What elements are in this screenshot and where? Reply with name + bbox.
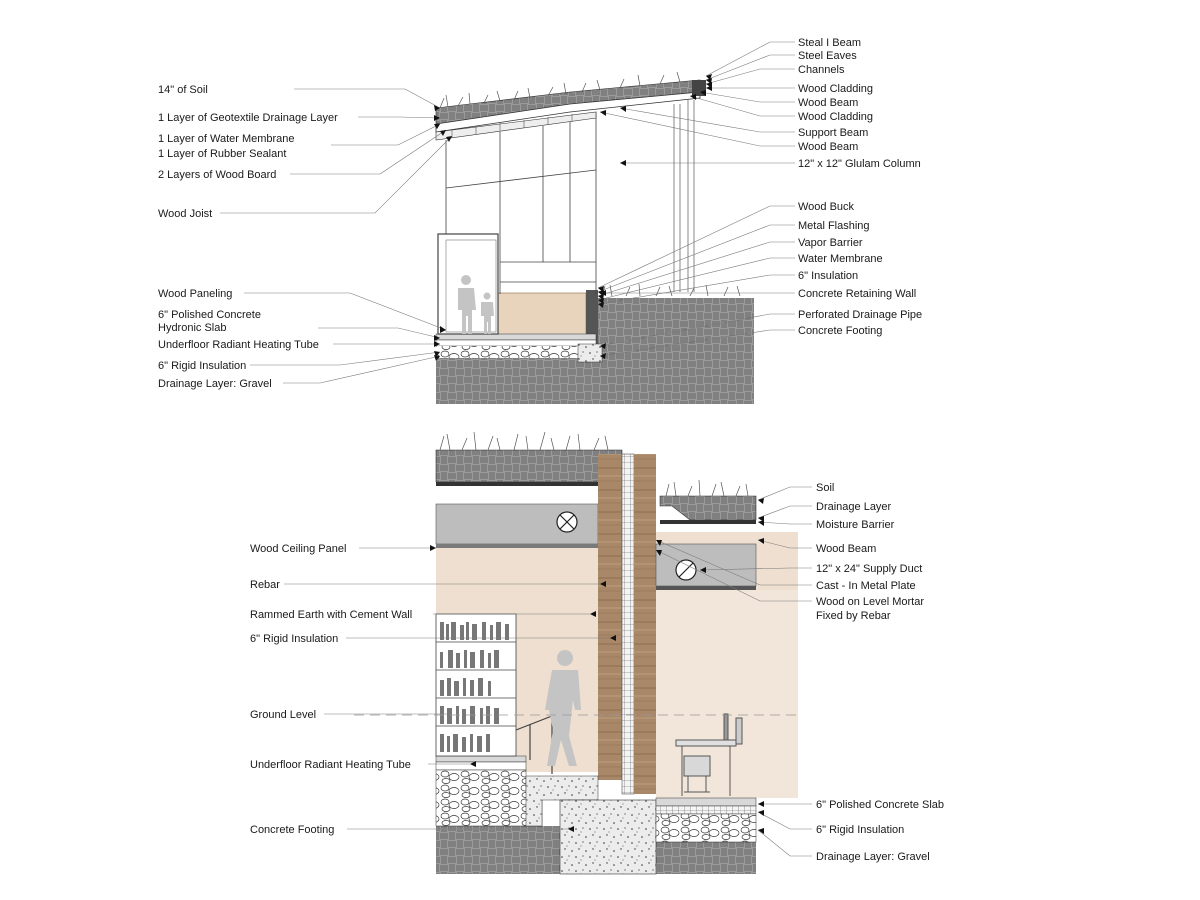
label-polished-concrete-slab: 6" Polished Concrete Slab [816,799,944,811]
label-steal-i-beam: Steal I Beam [798,37,861,49]
label-glulam-column: 12" x 12" Glulam Column [798,158,921,170]
label-rigid-insulation-right: 6" Rigid Insulation [816,824,904,836]
label-wood-board: 2 Layers of Wood Board [158,169,276,181]
label-water-membrane: 1 Layer of Water Membrane [158,133,295,145]
lower-gravel-right [655,813,757,843]
heating-tubes [435,339,597,347]
retaining-wall [586,290,598,348]
label-rigid-insulation: 6" Rigid Insulation [158,360,246,372]
wood-paneling [497,292,587,338]
bookshelf [435,613,517,757]
stair-step [525,775,599,827]
label-soil: Soil [816,482,834,494]
rigid-insulation [621,453,635,795]
lower-section-drawing [354,431,800,875]
label-level-mortar: Wood on Level Mortar [816,596,924,608]
curtain-wall [445,112,597,294]
concrete-slab [435,333,597,341]
label-concrete-footing-lower: Concrete Footing [250,824,334,836]
label-supply-duct: 12" x 24" Supply Duct [816,563,922,575]
roof-grass [439,71,681,109]
lower-slab-right [655,797,757,807]
lower-grass [439,431,749,497]
label-hydronic-slab: Hydronic Slab [158,322,226,334]
label-heating-tube-lower: Underfloor Radiant Heating Tube [250,759,411,771]
label-metal-flashing: Metal Flashing [798,220,870,232]
person-figure [545,650,581,766]
label-channels: Channels [798,64,845,76]
label-rebar: Rebar [250,579,280,591]
label-vapor-barrier: Vapor Barrier [798,237,863,249]
duct-icon [556,511,578,533]
label-wood-cladding-2: Wood Cladding [798,111,873,123]
label-water-membrane-r: Water Membrane [798,253,883,265]
lower-left-labels: Wood Ceiling Panel Rebar Rammed Earth wi… [250,543,412,836]
supply-duct-icon [675,559,697,581]
leader-arrows [430,74,764,834]
people-figures [458,275,494,334]
label-support-beam: Support Beam [798,127,868,139]
lower-slab-left [435,755,527,763]
label-wood-beam-1: Wood Beam [798,97,858,109]
label-drainage-layer: Drainage Layer [816,501,892,513]
label-rubber-sealant: 1 Layer of Rubber Sealant [158,148,286,160]
label-concrete-footing: Concrete Footing [798,325,882,337]
label-rammed-earth: Rammed Earth with Cement Wall [250,609,412,621]
label-polished-concrete: 6" Polished Concrete [158,309,261,321]
label-drainage-gravel: Drainage Layer: Gravel [158,378,272,390]
label-ground-level: Ground Level [250,709,316,721]
upper-left-labels: 14" of Soil 1 Layer of Geotextile Draina… [158,84,338,390]
label-wood-ceiling-panel: Wood Ceiling Panel [250,543,346,555]
label-wood-joist: Wood Joist [158,208,212,220]
label-moisture-barrier: Moisture Barrier [816,519,895,531]
label-fixed-by-rebar: Fixed by Rebar [816,610,891,622]
label-wood-beam-lower: Wood Beam [816,543,876,555]
label-retaining-wall: Concrete Retaining Wall [798,288,916,300]
label-upper-soil: 14" of Soil [158,84,208,96]
desk-chair [675,713,743,796]
label-insulation: 6" Insulation [798,270,858,282]
label-wood-buck: Wood Buck [798,201,855,213]
gravel-layer [436,346,596,358]
label-wood-beam-2: Wood Beam [798,141,858,153]
footing [577,343,603,363]
glulam-column [673,100,695,292]
label-metal-plate: Cast - In Metal Plate [816,580,916,592]
label-steel-eaves: Steel Eaves [798,50,857,62]
rammed-earth-wall [598,454,622,780]
label-heating-tube: Underfloor Radiant Heating Tube [158,339,319,351]
label-wood-paneling: Wood Paneling [158,288,232,300]
leader-lines [220,41,812,857]
label-wood-cladding-1: Wood Cladding [798,83,873,95]
upper-section-drawing [435,71,754,404]
label-drainage-pipe: Perforated Drainage Pipe [798,309,922,321]
ceiling-panel-right [655,543,757,587]
lower-right-soil [659,495,757,521]
lower-footing [559,799,657,875]
upper-right-labels: Steal I Beam Steel Eaves Channels Wood C… [798,37,922,337]
upper-soil [435,449,623,483]
label-rigid-insulation-lower: 6" Rigid Insulation [250,633,338,645]
lower-right-labels: Soil Drainage Layer Moisture Barrier Woo… [816,482,944,863]
label-geotextile: 1 Layer of Geotextile Drainage Layer [158,112,338,124]
label-drainage-gravel-right: Drainage Layer: Gravel [816,851,930,863]
